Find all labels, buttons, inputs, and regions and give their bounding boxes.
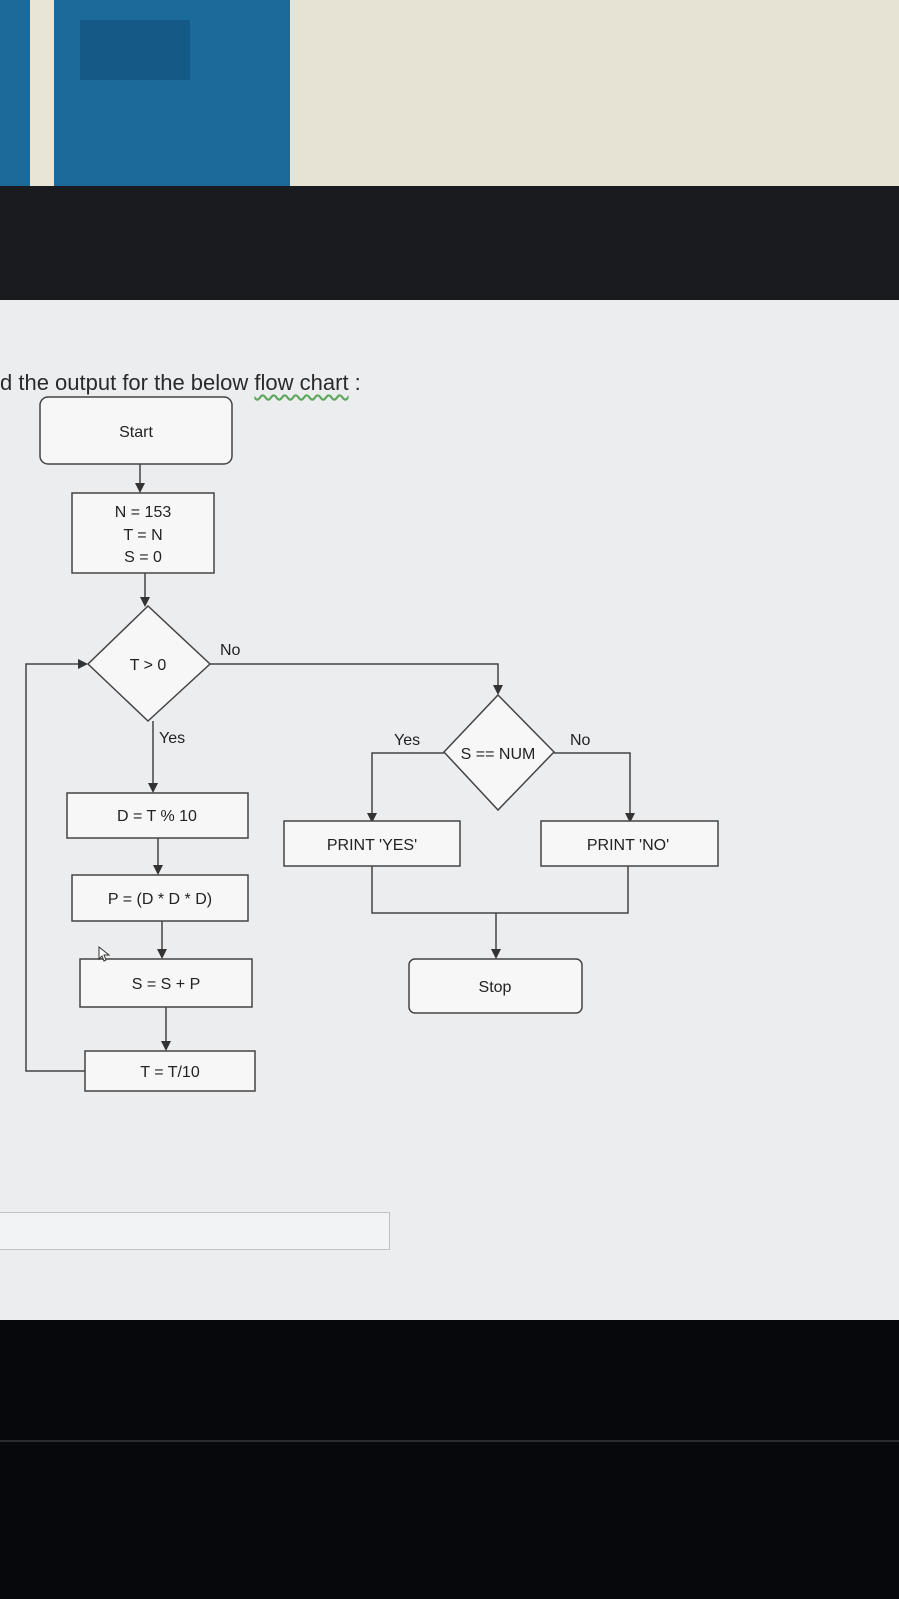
heading-prefix: d the output for the below [0,370,255,395]
start-label: Start [119,424,153,441]
init-process-box [71,492,215,574]
background-blue-panel [0,0,290,190]
monitor-top-bezel [0,186,899,300]
print-no-label: PRINT 'NO' [587,837,669,854]
init-line-3: S = 0 [124,549,162,566]
arrow-check-no [554,752,635,823]
question-heading: d the output for the below flow chart : [0,370,361,396]
mouse-pointer-icon [98,946,111,962]
monitor-bottom-bezel [0,1320,899,1599]
sum-label: S = S + P [132,976,200,993]
screen: d the output for the below flow chart : [0,300,899,1320]
check-condition-label: S == NUM [461,746,536,763]
heading-flow-chart: flow chart [254,370,349,395]
bezel-ledge [0,1440,899,1442]
merge-line [371,866,629,914]
panel-inset [80,20,190,80]
check-decision-diamond [442,693,556,812]
arrow-check-yes [367,752,444,823]
start-terminal [39,396,233,465]
divide-process-box [84,1050,256,1092]
digit-process-box [66,792,249,839]
loop-condition-label: T > 0 [130,657,167,674]
heading-suffix: : [348,370,361,395]
divide-label: T = T/10 [140,1064,200,1081]
arrow-loop-no [210,663,503,695]
answer-input[interactable] [0,1212,390,1250]
print-yes-label: PRINT 'YES' [327,837,417,854]
power-label: P = (D * D * D) [108,891,212,908]
loop-no-label: No [220,642,241,659]
check-yes-label: Yes [394,732,420,749]
sum-process-box [79,958,253,1008]
flowchart: Start N = 153 T = N S = 0 T > 0 No Yes D… [25,396,719,1092]
panel-stripe [30,0,54,190]
flow-connectors [25,464,635,1072]
check-no-label: No [570,732,591,749]
init-line-2: T = N [123,527,162,544]
arrow-loop-back [25,659,88,1072]
stop-terminal [408,958,583,1014]
init-line-1: N = 153 [115,504,172,521]
print-no-box [540,820,719,867]
loop-yes-label: Yes [159,730,185,747]
loop-decision-diamond [86,604,212,723]
stop-label: Stop [479,979,512,996]
print-yes-box [283,820,461,867]
power-process-box [71,874,249,922]
digit-label: D = T % 10 [117,808,197,825]
